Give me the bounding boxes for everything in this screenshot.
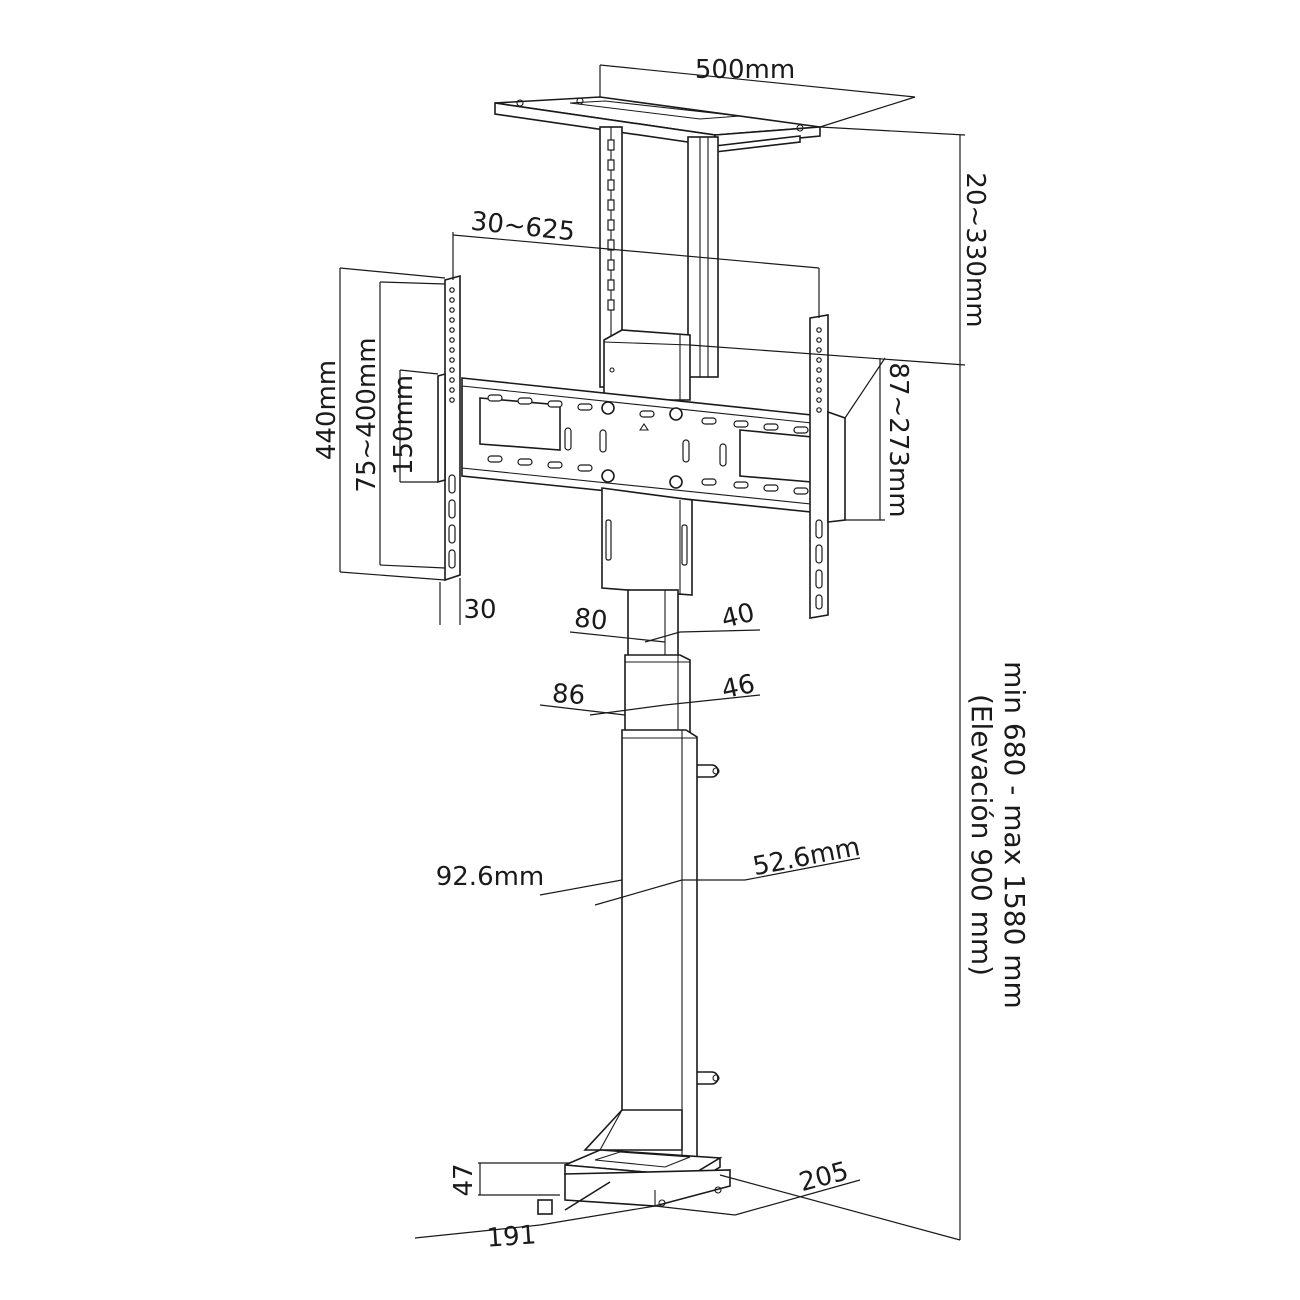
lower-carriage — [601, 487, 693, 596]
label-offset-right: 87~273mm — [883, 362, 913, 517]
label-base-height: 47 — [449, 1163, 479, 1196]
label-mid-tube-w: 86 — [551, 679, 586, 711]
column-upper — [627, 589, 679, 661]
label-lower-tube-w: 92.6mm — [436, 862, 545, 892]
label-ceiling-drop: 20~330mm — [960, 172, 990, 327]
ceiling-plate — [494, 96, 821, 153]
label-total-height-line1: min 680 - max 1580 mm — [998, 661, 1031, 1009]
label-base-depth: 191 — [486, 1220, 538, 1253]
dim-lines-column — [539, 365, 961, 1241]
label-top-plate-width: 500mm — [695, 55, 795, 85]
column-lower — [621, 729, 698, 1176]
label-mid-tube-d: 46 — [719, 669, 758, 705]
column-clips — [697, 764, 720, 1085]
dim-lines-top — [599, 64, 966, 366]
right-vertical-arm — [809, 314, 846, 619]
label-height-inner: 150mm — [389, 375, 419, 475]
mount-bolts — [601, 401, 683, 489]
label-total-height-line2: (Elevación 900 mm) — [965, 694, 998, 976]
label-lower-tube-d: 52.6mm — [750, 832, 862, 882]
column-middle — [624, 654, 691, 736]
dim-lines-bracket — [339, 232, 886, 625]
label-base-width: 205 — [796, 1156, 852, 1198]
rail-holes — [607, 139, 615, 311]
mount-plate-slots — [487, 394, 809, 495]
left-vertical-arm — [437, 274, 461, 582]
label-height-outer: 440mm — [312, 360, 342, 460]
dim-lines-base — [414, 1162, 861, 1239]
label-bracket-span: 30~625 — [469, 207, 576, 248]
clamp-box — [603, 329, 691, 401]
floor-base — [537, 1109, 731, 1215]
label-height-vesa: 75~400mm — [352, 337, 382, 492]
label-upper-tube-d: 40 — [718, 598, 757, 635]
label-upper-tube-w: 80 — [573, 603, 609, 636]
label-arm-width: 30 — [463, 595, 496, 625]
